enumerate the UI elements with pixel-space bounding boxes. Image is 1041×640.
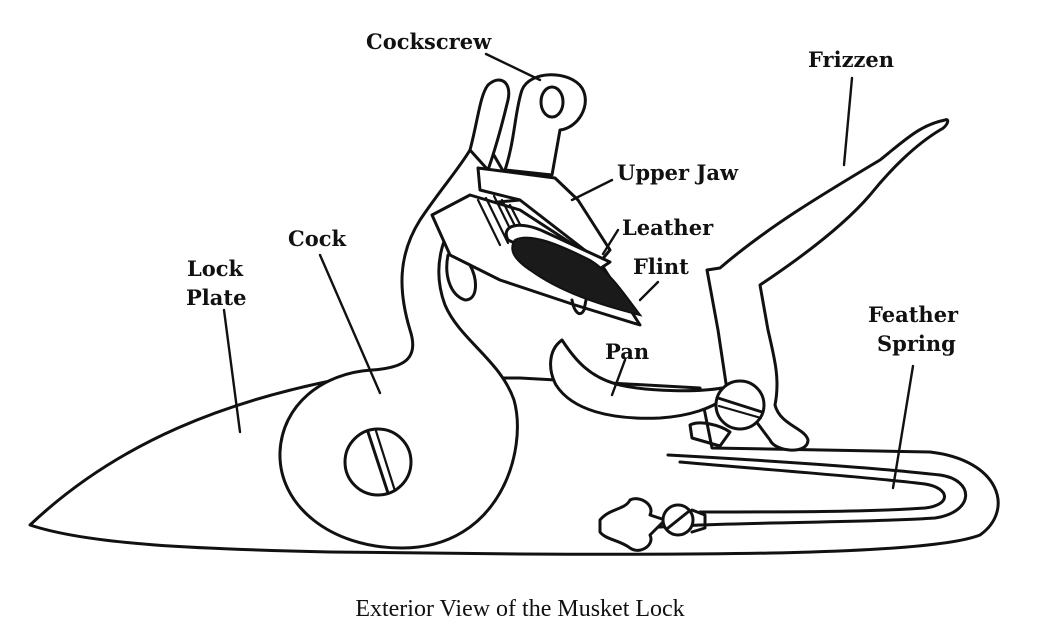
label-upper-jaw: Upper Jaw (617, 160, 739, 185)
cockscrew-hole (539, 85, 565, 119)
label-leather: Leather (622, 215, 714, 240)
feather-spring-inner (678, 460, 946, 514)
leader-cock (318, 253, 382, 395)
leader-pan (610, 358, 627, 397)
leader-leather (601, 228, 620, 256)
label-cock: Cock (288, 226, 347, 251)
pan (549, 338, 727, 420)
label-pan: Pan (605, 339, 649, 364)
leader-flint (638, 280, 660, 302)
frizzen-screw-slot (716, 396, 764, 414)
jaw-spring (476, 194, 530, 247)
label-cockscrew: Cockscrew (366, 29, 492, 54)
label-lock-plate-line2: Plate (186, 285, 246, 310)
spring-arm (690, 508, 707, 534)
lock-plate (28, 376, 1000, 556)
leader-upper-jaw (570, 178, 614, 202)
frizzen-screw-slot-2 (717, 404, 763, 420)
flint (511, 236, 643, 317)
label-lock-plate-line1: Lock (187, 256, 244, 281)
spring-screw-slot (666, 510, 690, 530)
leader-lock-plate (222, 308, 242, 434)
jaw-prong-left (445, 253, 477, 302)
jaw-prong-right (570, 298, 588, 316)
leader-cockscrew (484, 52, 542, 82)
label-feather-spring-line2: Spring (877, 331, 956, 356)
frizzen (705, 118, 950, 452)
leader-feather-spring (891, 364, 915, 490)
bridle (688, 421, 732, 448)
cock-screw-slot-2 (374, 429, 397, 493)
leader-frizzen (842, 76, 854, 167)
caption: Exterior View of the Musket Lock (355, 596, 684, 622)
cock (278, 143, 522, 550)
sear-finial (598, 497, 667, 552)
cock-screw-slot (366, 430, 390, 495)
label-feather-spring-line1: Feather (868, 302, 959, 327)
feather-spring (638, 453, 968, 530)
label-flint: Flint (633, 254, 689, 279)
cock-comb (468, 78, 511, 172)
upper-jaw (476, 166, 612, 264)
cockscrew-head (503, 73, 587, 177)
label-frizzen: Frizzen (808, 47, 894, 72)
